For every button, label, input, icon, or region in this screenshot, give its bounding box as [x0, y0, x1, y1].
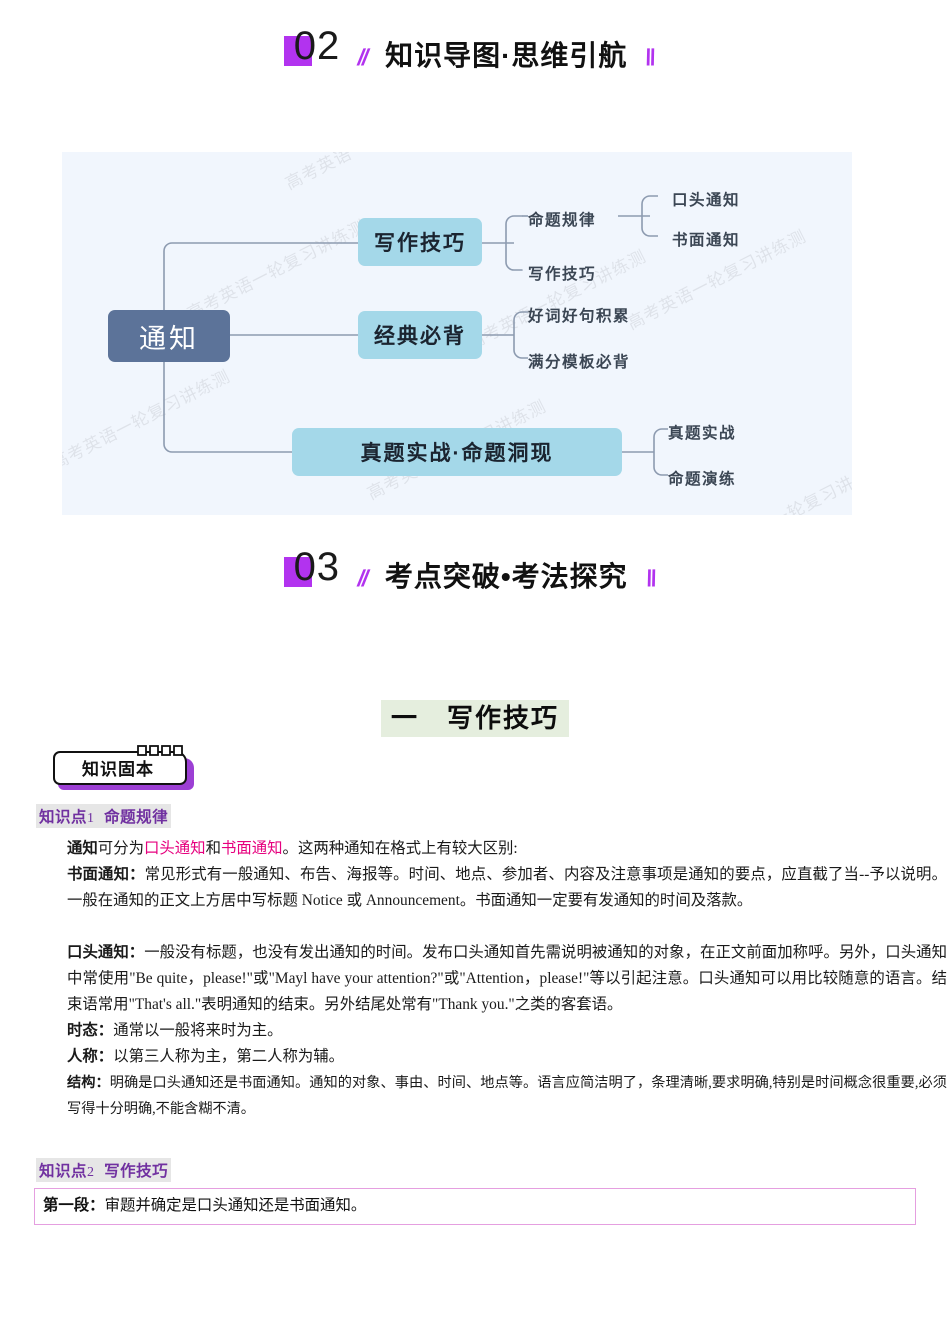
- p1-text-a: 可分为: [97, 840, 144, 857]
- knowledge-point-heading-1: 知识点1 命题规律: [36, 804, 172, 828]
- section-title-row-02: // 知识导图·思维引航 \\: [350, 34, 662, 76]
- mindmap-leaf-口头通知: 口头通知: [672, 192, 741, 209]
- mindmap-leaf-命题演练: 命题演练: [668, 471, 737, 488]
- kp1-title: 命题规律: [104, 809, 169, 826]
- section-title-03: 考点突破•考法探究: [378, 555, 634, 597]
- p1-text-c: 。这两种通知在格式上有较大区别:: [282, 840, 518, 857]
- paragraph-tense: 时态：通常以一般将来时为主。: [36, 1018, 947, 1044]
- kp1-prefix: 知识点: [39, 809, 88, 826]
- paragraph-structure: 结构：明确是口头通知还是书面通知。通知的对象、事由、时间、地点等。语言应简洁明了…: [36, 1070, 947, 1122]
- mindmap-leaf-书面通知: 书面通知: [672, 232, 741, 249]
- mindmap-diagram: 高考英语一轮复习讲练测 高考英语一轮复习讲练测 高考英语一轮复习讲练测 高考英语…: [62, 152, 852, 515]
- p3-text: 一般没有标题，也没有发出通知的时间。发布口头通知首先需说明被通知的对象，在正文前…: [67, 944, 947, 1013]
- section-header-02: 02 // 知识导图·思维引航 \\: [0, 24, 950, 76]
- first-para-text: 审题并确定是口头通知还是书面通知。: [104, 1197, 367, 1214]
- section-title-row-03: // 考点突破•考法探究 \\: [350, 555, 662, 597]
- p2-lead: 书面通知：: [67, 866, 145, 883]
- badge-label: 知识固本: [82, 760, 154, 779]
- section-number-03: 03: [293, 545, 341, 589]
- p6-text: 明确是口头通知还是书面通知。通知的对象、事由、时间、地点等。语言应简洁明了，条理…: [67, 1075, 947, 1117]
- paragraph-written-notice: 书面通知：常见形式有一般通知、布告、海报等。时间、地点、参加者、内容及注意事项是…: [36, 862, 947, 914]
- mindmap-leaf-命题规律: 命题规律: [528, 212, 597, 229]
- p4-lead: 时态：: [67, 1022, 114, 1039]
- p4-text: 通常以一般将来时为主。: [113, 1022, 283, 1039]
- slash-right-icon: \\: [642, 43, 658, 70]
- section-number-accent-square: [283, 36, 312, 66]
- mindmap-leaf-好词好句积累: 好词好句积累: [528, 308, 631, 325]
- section-number-block-02: 02: [283, 24, 347, 68]
- section-number-block-03: 03: [283, 545, 347, 589]
- topic-title-text: 一 写作技巧: [380, 700, 569, 737]
- section-header-03: 03 // 考点突破•考法探究 \\: [0, 545, 950, 597]
- p5-lead: 人称：: [67, 1048, 114, 1065]
- mindmap-leaf-真题实战: 真题实战: [668, 425, 737, 442]
- section-title-02: 知识导图·思维引航: [379, 34, 634, 76]
- section-number-02: 02: [293, 24, 341, 68]
- slash-left-icon: //: [355, 43, 370, 70]
- mindmap-branch-node-3: 真题实战·命题洞现: [292, 428, 622, 476]
- mindmap-leaf-满分模板必背: 满分模板必背: [528, 354, 631, 371]
- p1-lead: 通知: [67, 840, 98, 857]
- slash-left-icon: //: [355, 564, 370, 591]
- paragraph-person: 人称：以第三人称为主，第二人称为辅。: [36, 1044, 947, 1070]
- mindmap-branch-node-1: 写作技巧: [358, 218, 482, 266]
- p1-highlight-written: 书面通知: [220, 840, 283, 857]
- first-paragraph-box: 第一段：审题并确定是口头通知还是书面通知。: [34, 1188, 916, 1225]
- knowledge-consolidation-badge: 知识固本: [48, 742, 202, 796]
- p5-text: 以第三人称为主，第二人称为辅。: [113, 1048, 345, 1065]
- kp2-number: 2: [87, 1165, 95, 1180]
- p1-highlight-oral: 口头通知: [143, 840, 206, 857]
- paragraph-oral-notice: 口头通知：一般没有标题，也没有发出通知的时间。发布口头通知首先需说明被通知的对象…: [36, 940, 947, 1018]
- kp2-prefix: 知识点: [39, 1163, 88, 1180]
- kp1-number: 1: [87, 811, 95, 826]
- paragraph-definition: 通知可分为口头通知和书面通知。这两种通知在格式上有较大区别:: [36, 836, 947, 862]
- section-number-accent-square: [283, 557, 312, 587]
- slash-right-icon: \\: [642, 564, 658, 591]
- page-title: 一 写作技巧: [0, 698, 950, 737]
- p2-text: 常见形式有一般通知、布告、海报等。时间、地点、参加者、内容及注意事项是通知的要点…: [67, 866, 947, 909]
- p3-lead: 口头通知：: [67, 944, 145, 961]
- mindmap-leaf-写作技巧: 写作技巧: [528, 266, 597, 283]
- first-para-lead: 第一段：: [43, 1197, 105, 1214]
- kp2-title: 写作技巧: [104, 1163, 169, 1180]
- p6-lead: 结构：: [67, 1075, 110, 1091]
- mindmap-root-node: 通知: [108, 310, 230, 362]
- mindmap-connectors: [163, 195, 668, 476]
- p1-text-b: 和: [205, 840, 221, 857]
- badge-shape-icon: [53, 745, 194, 790]
- knowledge-point-heading-2: 知识点2 写作技巧: [36, 1158, 172, 1182]
- mindmap-branch-node-2: 经典必背: [358, 311, 482, 359]
